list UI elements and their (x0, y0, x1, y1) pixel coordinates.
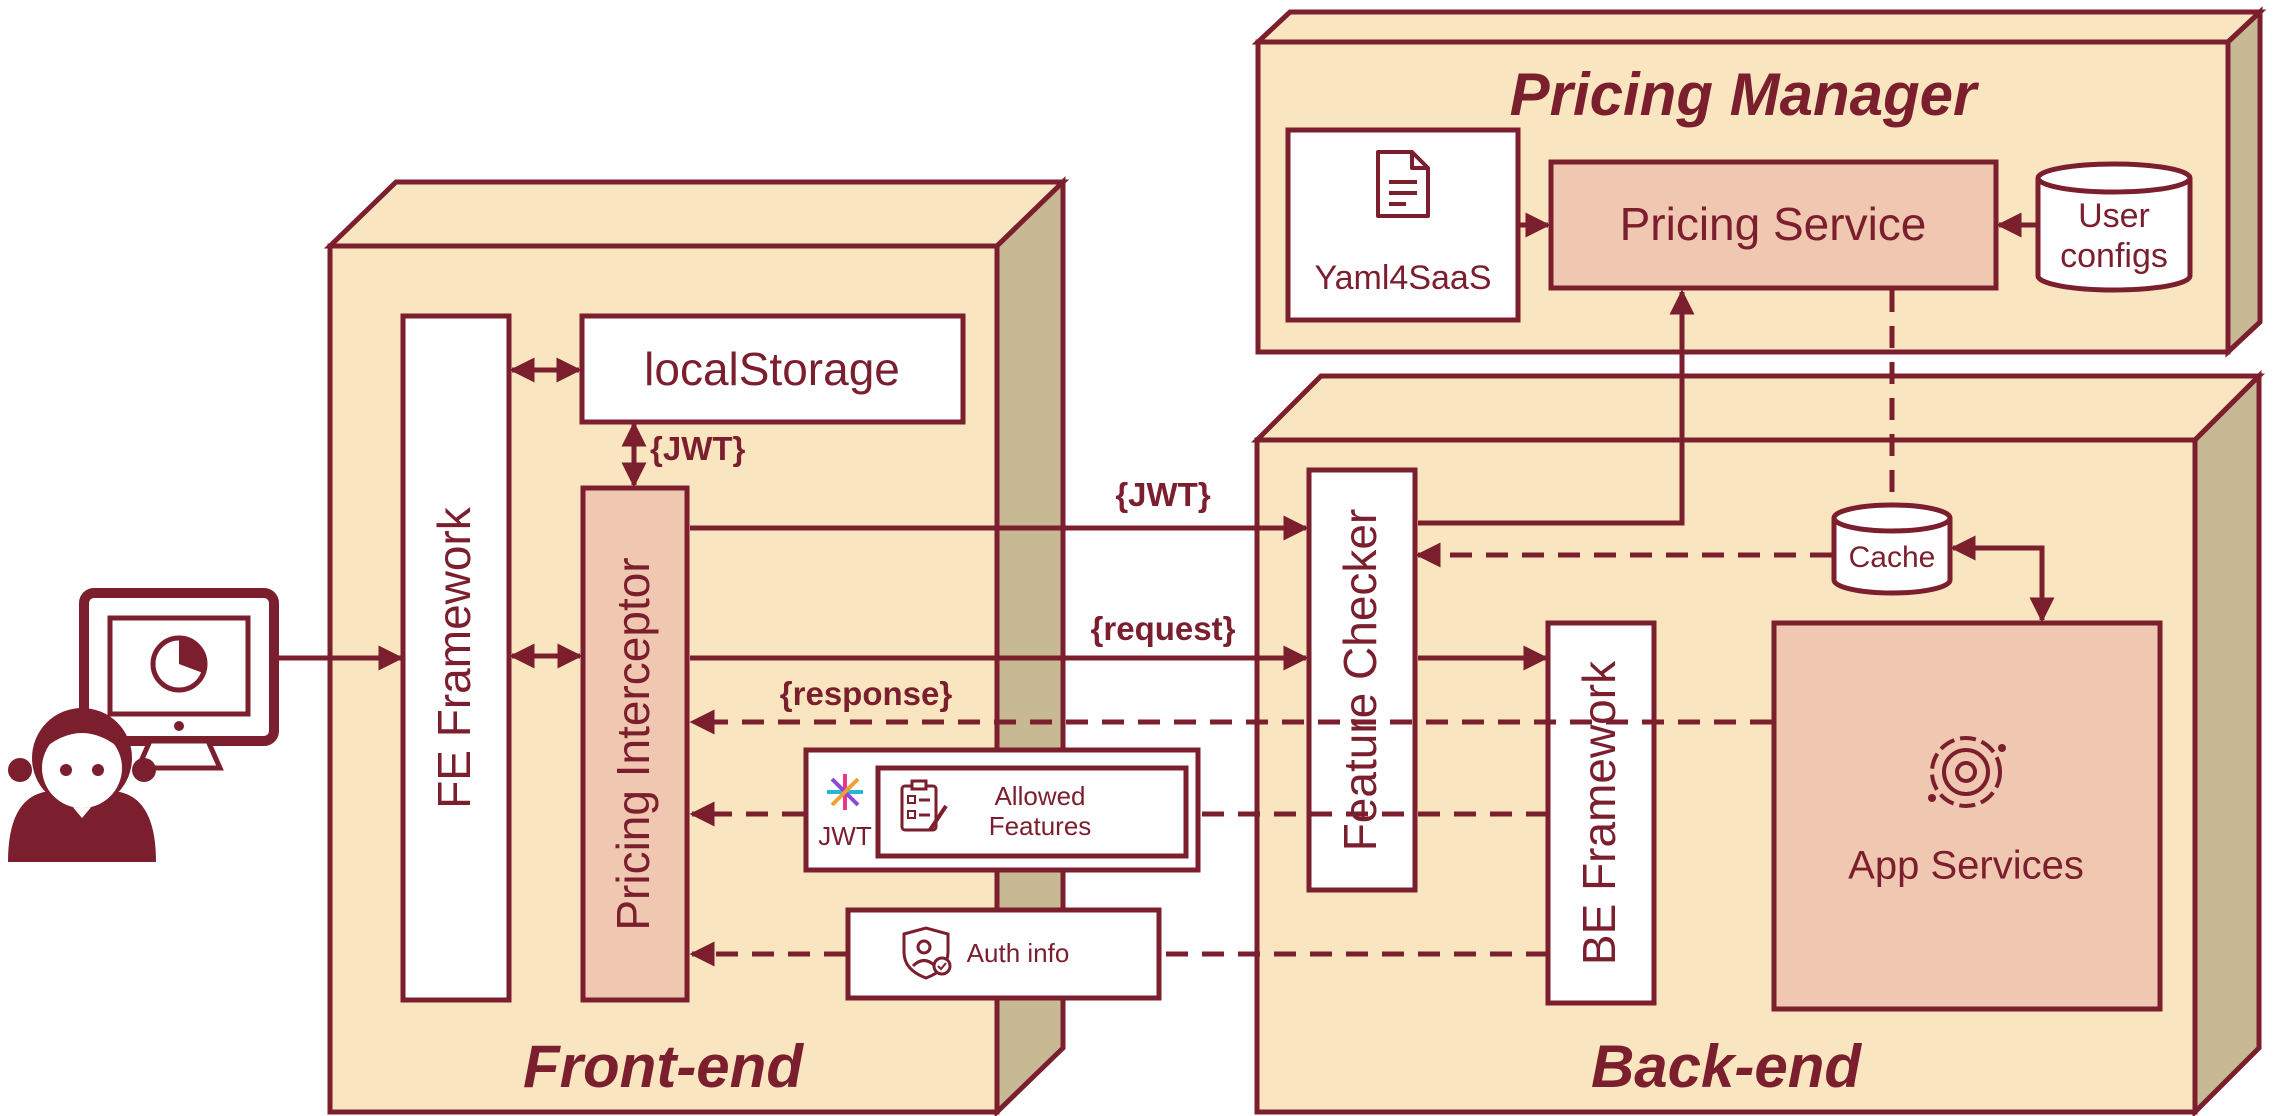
local-storage: localStorage (579, 313, 966, 425)
jwt-logo-icon (827, 774, 863, 810)
pricing-service-box (1548, 159, 1999, 291)
document-icon (1376, 150, 1430, 218)
yaml4saas-label: Yaml4SaaS (1314, 259, 1491, 297)
pricing-interceptor-label: Pricing Interceptor (607, 557, 659, 930)
auth-info-box (845, 907, 1162, 1001)
backend-title: Back-end (1591, 1033, 1862, 1100)
user-with-monitor (8, 588, 279, 862)
database-icon (2035, 178, 2193, 293)
frontend-title: Front-end (523, 1033, 804, 1100)
app-services: App Services (1771, 620, 2163, 1012)
fe-framework-label: FE Framework (428, 506, 480, 809)
be-framework-box (1545, 620, 1657, 1006)
edge-label-jwt: {JWT} (1115, 476, 1211, 513)
edge-cache-app-services (1950, 535, 2055, 623)
edge-label-request: {request} (1091, 610, 1236, 647)
pricing-interceptor-box (580, 485, 690, 1003)
yaml4saas: Yaml4SaaS (1285, 127, 1521, 323)
app-services-label: App Services (1848, 844, 2084, 888)
user-configs-label-line1: User (2078, 197, 2150, 235)
cache-database-icon (1831, 518, 1953, 596)
yaml4saas-box (1285, 127, 1521, 323)
connectors: {JWT} {JWT} {request} {response} (274, 212, 2055, 967)
allowed-features-line1: Allowed (994, 781, 1085, 811)
edge-label-response: {response} (780, 675, 953, 712)
pricing-manager-title: Pricing Manager (1510, 61, 1980, 128)
jwt-logo-label: JWT (818, 821, 872, 851)
pricing-manager-cube-side (2225, 6, 2263, 358)
checklist-icon (900, 779, 948, 832)
app-services-box (1771, 620, 2163, 1012)
edge-label-jwt-local: {JWT} (650, 430, 746, 467)
auth-info-label: Auth info (967, 938, 1070, 968)
monitor-icon (79, 588, 279, 771)
allowed-features-line2: Features (989, 811, 1092, 841)
jwt-allowed-features-card: JWT Allowed Features (803, 747, 1201, 873)
cache: Cache (1831, 502, 1953, 596)
backend-cube-top (1250, 373, 2266, 443)
shield-user-icon (902, 926, 952, 980)
auth-info-card: Auth info (845, 907, 1162, 1001)
gear-icon (1928, 736, 2006, 808)
feature-checker-label: Feature Checker (1334, 509, 1386, 852)
be-framework-label: BE Framework (1573, 660, 1625, 965)
backend-cube-side (2192, 369, 2262, 1116)
user-configs-label-line2: configs (2060, 237, 2168, 275)
local-storage-box (579, 313, 966, 425)
cache-top (1831, 502, 1953, 534)
pricing-interceptor: Pricing Interceptor (580, 485, 690, 1003)
allowed-features-box (875, 765, 1189, 859)
fe-framework: FE Framework (400, 313, 512, 1003)
user-icon (8, 708, 156, 862)
pricing-service: Pricing Service (1548, 159, 1999, 291)
feature-checker-box (1306, 467, 1418, 893)
pricing-service-label: Pricing Service (1620, 198, 1927, 250)
edge-checker-pricing-service (1418, 289, 1695, 526)
feature-checker: Feature Checker (1306, 467, 1418, 893)
user-configs-top (2035, 161, 2193, 195)
cache-label: Cache (1849, 541, 1936, 574)
local-storage-label: localStorage (644, 343, 900, 395)
pricing-manager-cube-top (1251, 9, 2267, 45)
user-configs: User configs (2035, 161, 2193, 293)
be-framework: BE Framework (1545, 620, 1657, 1006)
frontend-cube-top (323, 179, 1070, 249)
